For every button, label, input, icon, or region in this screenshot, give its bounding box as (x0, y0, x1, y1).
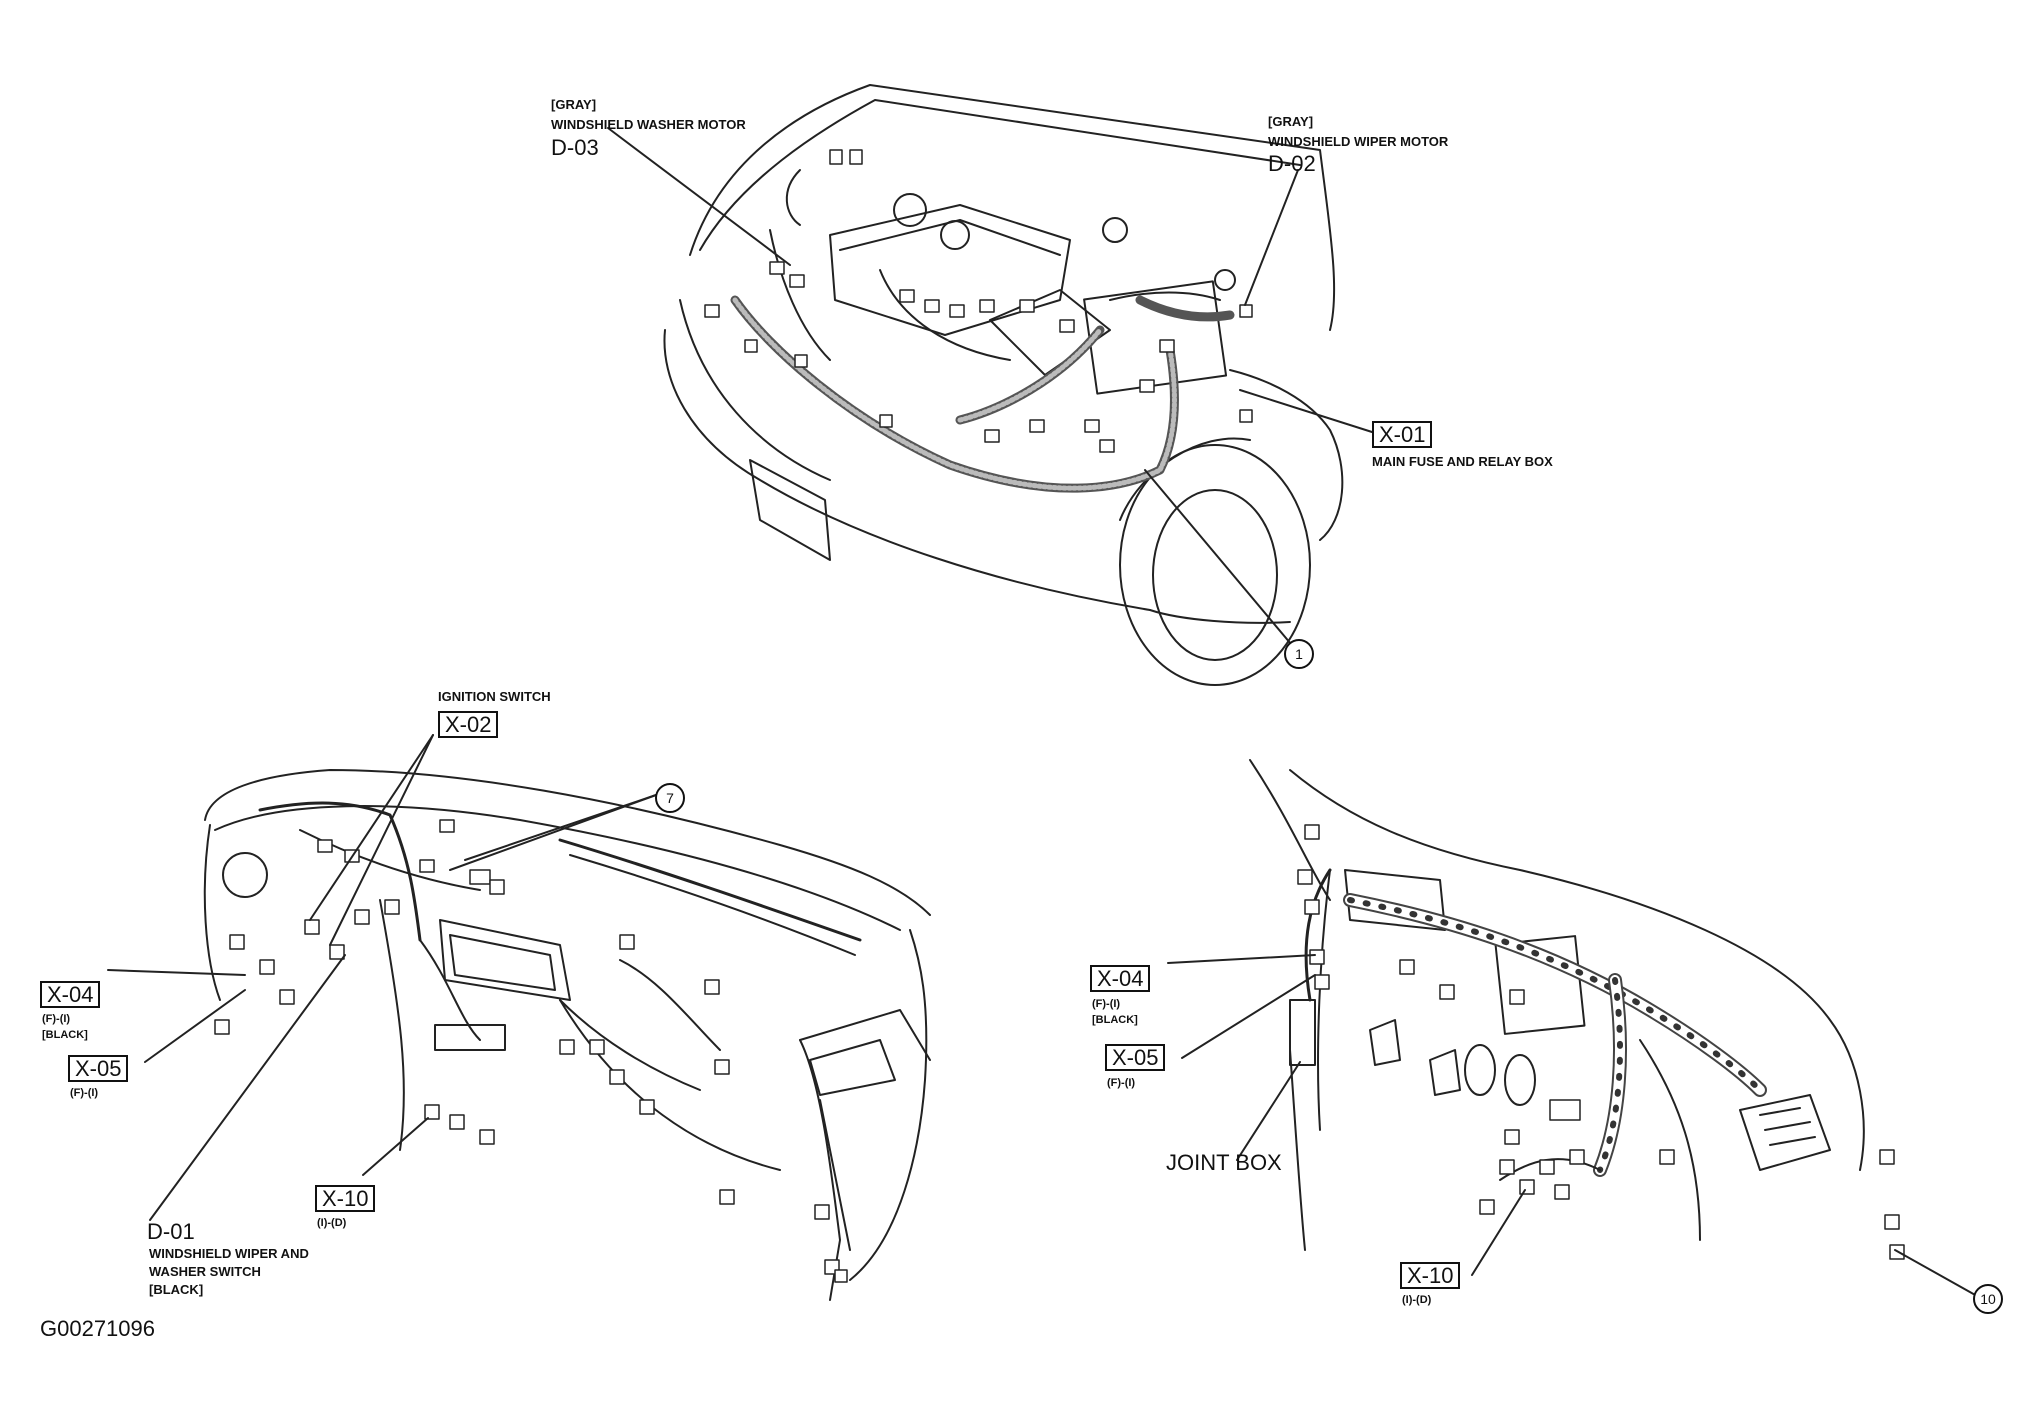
figure-id: G00271096 (40, 1316, 155, 1341)
x10-left-code: X-10 (315, 1185, 376, 1212)
fuse-box-name: MAIN FUSE AND RELAY BOX (1372, 454, 1553, 469)
reference-marker-1: 1 (1284, 639, 1314, 669)
d01-line1: WINDSHIELD WIPER AND (149, 1246, 309, 1261)
washer-motor-name: WINDSHIELD WASHER MOTOR (551, 117, 746, 132)
x05-left-pins: (F)-(I) (70, 1087, 99, 1099)
x05-right-code: X-05 (1105, 1044, 1166, 1071)
x04-right-code: X-04 (1090, 965, 1151, 992)
d01-line2: WASHER SWITCH (149, 1264, 261, 1279)
x04-left-pins: (F)-(I) (42, 1013, 71, 1025)
x10-right-pins: (I)-(D) (1402, 1294, 1432, 1306)
d01-color: [BLACK] (149, 1282, 204, 1297)
engine-bay-drawing (607, 84, 1373, 686)
wiper-motor-code: D-02 (1268, 151, 1316, 176)
d01-code: D-01 (147, 1219, 195, 1244)
x10-left-pins: (I)-(D) (317, 1217, 347, 1229)
washer-motor-code: D-03 (551, 135, 599, 160)
x05-left-code: X-05 (68, 1055, 129, 1082)
x04-left-code: X-04 (40, 981, 101, 1008)
wiper-motor-color: [GRAY] (1268, 114, 1314, 129)
x04-left-color: [BLACK] (42, 1029, 88, 1041)
x05-right-pins: (F)-(I) (1107, 1077, 1136, 1089)
x04-right-pins: (F)-(I) (1092, 998, 1121, 1010)
joint-box-label: JOINT BOX (1166, 1150, 1282, 1175)
wiper-motor-name: WINDSHIELD WIPER MOTOR (1268, 134, 1449, 149)
x10-right-code: X-10 (1400, 1262, 1461, 1289)
dashboard-right-drawing (1167, 759, 1978, 1297)
x04-right-color: [BLACK] (1092, 1014, 1138, 1026)
reference-marker-10: 10 (1973, 1284, 2003, 1314)
ignition-switch-name: IGNITION SWITCH (438, 689, 551, 704)
dashboard-left-drawing (107, 734, 931, 1301)
reference-marker-7: 7 (655, 783, 685, 813)
washer-motor-color: [GRAY] (551, 97, 597, 112)
fuse-box-code: X-01 (1372, 421, 1433, 448)
ignition-switch-code: X-02 (438, 711, 499, 738)
